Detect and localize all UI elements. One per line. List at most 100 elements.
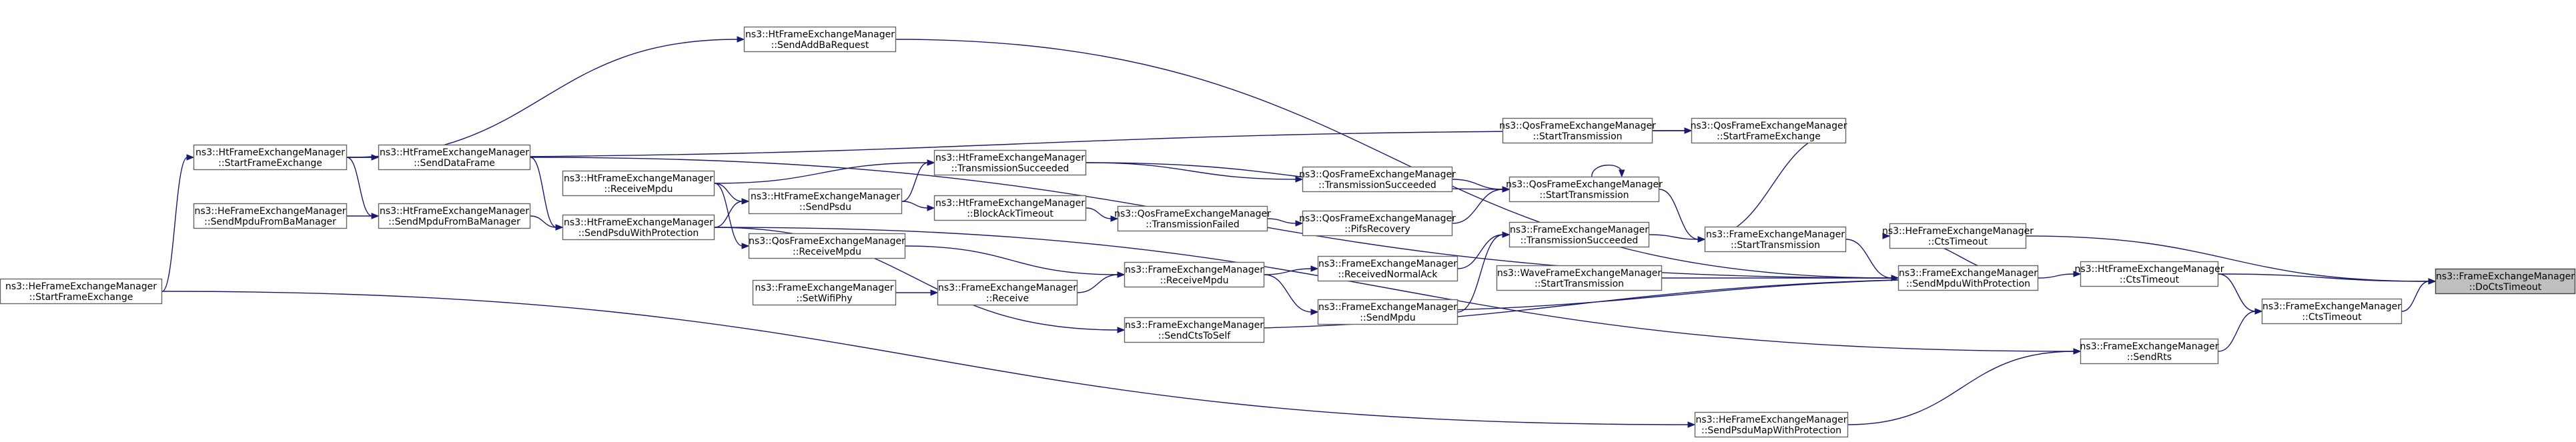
node-qos-start-transmission[interactable]: ns3::QosFrameExchangeManager::StartTrans… xyxy=(1506,176,1663,203)
call-edge xyxy=(1077,274,1119,293)
node-block-ack-timeout[interactable]: ns3::HtFrameExchangeManager::BlockAckTim… xyxy=(933,195,1087,221)
call-edge xyxy=(901,162,929,202)
node-send-psdu-map-with-protection[interactable]: ns3::HeFrameExchangeManager::SendPsduMap… xyxy=(1694,411,1849,438)
node-send-rts[interactable]: ns3::FrameExchangeManager::SendRts xyxy=(2080,338,2219,365)
node-class-label: ns3::QosFrameExchangeManager xyxy=(1691,121,1847,131)
call-edge xyxy=(346,157,373,217)
node-fem-transmission-succeeded[interactable]: ns3::FrameExchangeManager::TransmissionS… xyxy=(1509,221,1650,248)
call-edge xyxy=(530,157,557,228)
call-edge xyxy=(1086,207,1112,219)
node-send-mpdu-with-protection[interactable]: ns3::FrameExchangeManager::SendMpduWithP… xyxy=(1897,265,2039,291)
node-method-label: ::SendPsdu xyxy=(799,202,851,213)
call-edge xyxy=(2038,273,2075,279)
call-edge xyxy=(714,183,743,202)
node-class-label: ns3::QosFrameExchangeManager xyxy=(1299,213,1456,224)
node-box xyxy=(1124,261,1265,288)
node-class-label: ns3::HtFrameExchangeManager xyxy=(751,191,900,202)
node-class-label: ns3::HtFrameExchangeManager xyxy=(195,147,345,158)
node-box xyxy=(562,214,715,241)
call-edge-arrowhead xyxy=(1882,233,1891,239)
node-qos-receive-mpdu[interactable]: ns3::QosFrameExchangeManager::ReceiveMpd… xyxy=(748,233,906,259)
call-edge xyxy=(714,227,1119,331)
node-set-wifi-phy[interactable]: ns3::FrameExchangeManager::SetWifiPhy xyxy=(752,279,897,306)
call-edge-arrowhead xyxy=(1295,220,1304,227)
node-fem-cts-timeout[interactable]: ns3::FrameExchangeManager::CtsTimeout xyxy=(2261,298,2403,325)
node-ht-start-frame-exchange[interactable]: ns3::HtFrameExchangeManager::StartFrameE… xyxy=(193,144,348,171)
node-fem-receive-mpdu[interactable]: ns3::FrameExchangeManager::ReceiveMpdu xyxy=(1124,261,1265,288)
node-received-normal-ack[interactable]: ns3::FrameExchangeManager::ReceivedNorma… xyxy=(1317,255,1458,282)
node-method-label: ::StartTransmission xyxy=(1539,190,1629,201)
call-edge xyxy=(895,39,1893,279)
node-he-cts-timeout[interactable]: ns3::HeFrameExchangeManager::CtsTimeout xyxy=(1882,223,2034,249)
call-edge-arrowhead xyxy=(1117,327,1126,333)
node-box xyxy=(1117,205,1268,232)
call-edge xyxy=(2401,281,2430,312)
node-ht-cts-timeout[interactable]: ns3::HtFrameExchangeManager::CtsTimeout xyxy=(2075,261,2224,287)
node-qos-transmission-failed[interactable]: ns3::QosFrameExchangeManager::Transmissi… xyxy=(1114,205,1271,232)
node-class-label: ns3::FrameExchangeManager xyxy=(938,283,1077,293)
node-ht-transmission-succeeded[interactable]: ns3::HtFrameExchangeManager::Transmissio… xyxy=(933,149,1087,176)
node-box xyxy=(378,203,531,229)
call-edge-arrowhead xyxy=(1310,309,1319,315)
call-edge xyxy=(714,227,2075,352)
node-qos-start-transmission-left[interactable]: ns3::QosFrameExchangeManager::StartTrans… xyxy=(1499,117,1656,144)
node-box xyxy=(193,203,348,229)
node-box xyxy=(752,279,897,306)
node-ht-send-mpdu-from-ba-manager[interactable]: ns3::HtFrameExchangeManager::SendMpduFro… xyxy=(378,203,531,229)
node-class-label: ns3::HeFrameExchangeManager xyxy=(5,281,157,292)
node-class-label: ns3::FrameExchangeManager xyxy=(1125,320,1264,331)
node-pifs-recovery[interactable]: ns3::QosFrameExchangeManager::PifsRecove… xyxy=(1299,210,1456,237)
node-method-label: ::SendMpduFromBaManager xyxy=(204,217,336,227)
call-edge-arrowhead xyxy=(1310,265,1319,272)
node-box xyxy=(1694,411,1849,438)
node-fem-send-mpdu[interactable]: ns3::FrameExchangeManager::SendMpdu xyxy=(1317,299,1458,325)
node-he-send-mpdu-from-ba-manager[interactable]: ns3::HeFrameExchangeManager::SendMpduFro… xyxy=(193,203,348,229)
node-fem-receive[interactable]: ns3::FrameExchangeManager::Receive xyxy=(937,279,1078,306)
node-ht-send-add-ba-request[interactable]: ns3::HtFrameExchangeManager::SendAddBaRe… xyxy=(743,26,897,53)
call-edge-arrowhead xyxy=(1117,271,1126,278)
node-method-label: ::TransmissionSucceeded xyxy=(1318,180,1436,191)
node-box xyxy=(1317,299,1458,325)
call-edge xyxy=(1591,165,1623,177)
node-box xyxy=(1704,226,1847,253)
node-ht-receive-mpdu[interactable]: ns3::HtFrameExchangeManager::ReceiveMpdu xyxy=(562,170,715,197)
node-method-label: ::BlockAckTimeout xyxy=(967,209,1053,219)
call-edge xyxy=(1847,351,2075,425)
node-class-label: ns3::QosFrameExchangeManager xyxy=(1299,169,1456,180)
node-method-label: ::StartFrameExchange xyxy=(218,158,322,169)
node-box xyxy=(2261,298,2403,325)
node-class-label: ns3::HtFrameExchangeManager xyxy=(564,173,713,184)
node-send-cts-to-self[interactable]: ns3::FrameExchangeManager::SendCtsToSelf xyxy=(1124,317,1265,343)
node-class-label: ns3::QosFrameExchangeManager xyxy=(1499,121,1656,131)
node-qos-transmission-succeeded[interactable]: ns3::QosFrameExchangeManager::Transmissi… xyxy=(1299,166,1456,193)
call-edge-arrowhead xyxy=(1619,169,1625,178)
node-class-label: ns3::HtFrameExchangeManager xyxy=(380,206,529,217)
node-method-label: ::StartTransmission xyxy=(1731,240,1820,251)
node-method-label: ::ReceiveMpdu xyxy=(1160,275,1229,286)
node-wave-start-transmission[interactable]: ns3::WaveFrameExchangeManager::StartTran… xyxy=(1496,265,1663,291)
node-method-label: ::CtsTimeout xyxy=(1928,237,1988,247)
node-box xyxy=(1889,223,2027,249)
node-method-label: ::SendCtsToSelf xyxy=(1158,331,1231,341)
call-edge xyxy=(1452,179,1504,190)
node-method-label: ::SendDataFrame xyxy=(414,158,495,169)
node-ht-send-data-frame[interactable]: ns3::HtFrameExchangeManager::SendDataFra… xyxy=(378,144,531,171)
node-box xyxy=(1897,265,2039,291)
node-class-label: ns3::HtFrameExchangeManager xyxy=(2075,264,2224,275)
call-edge-arrowhead xyxy=(930,289,939,296)
node-box xyxy=(1302,166,1453,193)
node-box xyxy=(2435,268,2576,295)
node-qos-start-frame-exchange[interactable]: ns3::QosFrameExchangeManager::StartFrame… xyxy=(1691,117,1847,144)
node-fem-start-transmission[interactable]: ns3::FrameExchangeManager::StartTransmis… xyxy=(1704,226,1847,253)
call-edge-arrowhead xyxy=(1502,186,1511,193)
node-box xyxy=(193,144,348,171)
node-ht-send-psdu[interactable]: ns3::HtFrameExchangeManager::SendPsdu xyxy=(748,188,903,215)
node-ht-send-psdu-with-protection[interactable]: ns3::HtFrameExchangeManager::SendPsduWit… xyxy=(562,214,715,241)
node-class-label: ns3::FrameExchangeManager xyxy=(2436,271,2575,282)
node-he-start-frame-exchange[interactable]: ns3::HeFrameExchangeManager::StartFrameE… xyxy=(0,278,163,305)
node-class-label: ns3::QosFrameExchangeManager xyxy=(1114,209,1271,219)
node-method-label: ::StartTransmission xyxy=(1535,279,1624,289)
node-method-label: ::SendPsduMapWithProtection xyxy=(1701,425,1841,436)
node-class-label: ns3::HeFrameExchangeManager xyxy=(194,206,346,217)
